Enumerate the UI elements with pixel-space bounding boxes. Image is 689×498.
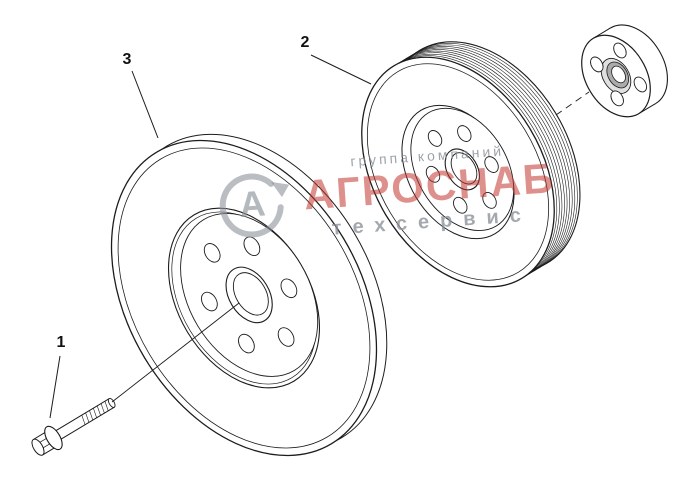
grooved-pulley [361,41,581,288]
disc-bolt-holes [201,236,298,354]
pulley-bolt-holes [425,125,499,214]
pulley-hub-centerline [555,91,590,116]
callout-2-leader [310,54,372,85]
callout-3-label: 3 [123,51,132,68]
damper-disc [110,133,388,457]
callout-1-leader [49,355,61,419]
callout-1-label: 1 [57,334,66,351]
callout-2-label: 2 [301,34,310,51]
flange-bolt [31,397,116,456]
bolt-threads [81,401,109,425]
callout-3-leader [131,70,159,139]
hub-holes [590,42,648,107]
hub-flange [581,24,668,118]
bolt-axis-line [111,302,240,403]
